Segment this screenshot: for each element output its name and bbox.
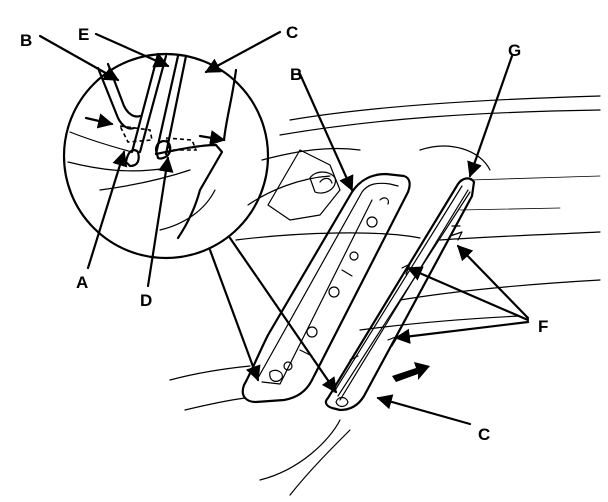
leader-lines [38,30,530,426]
label-b-left: B [20,31,32,50]
label-a: A [76,273,88,292]
label-f: F [538,317,548,336]
removal-arrow [392,362,430,382]
detail-zoom-circle [62,52,270,260]
label-b-right: B [290,65,302,84]
label-g: G [508,41,521,60]
label-d: D [140,291,152,310]
vehicle-body-outline [169,95,601,496]
label-c-bottom: C [478,425,490,444]
label-c-top: C [286,23,298,42]
label-e: E [78,25,89,44]
garnish-c-part [324,177,476,412]
part-labels: B E C B G A D F C [20,23,548,444]
